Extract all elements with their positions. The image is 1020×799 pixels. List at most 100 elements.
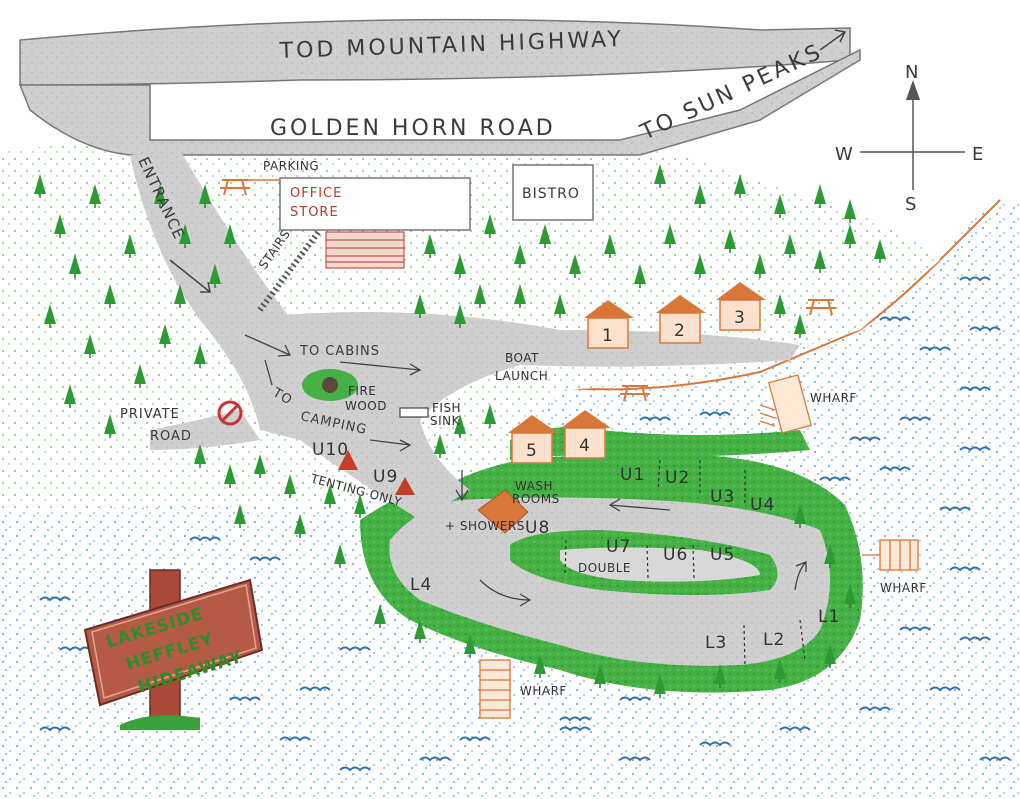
cabin-2: 2	[656, 295, 706, 344]
cabin-roof	[656, 295, 706, 313]
cabin-5: 5	[508, 415, 558, 464]
tree-icon	[694, 184, 706, 204]
cabin-body	[564, 427, 606, 459]
tree-icon	[664, 224, 676, 244]
parking-label: PARKING	[263, 159, 319, 173]
picnic-table-icon	[220, 179, 250, 196]
tree-icon	[874, 239, 886, 259]
tree-icon	[134, 364, 146, 384]
tree-icon	[514, 244, 526, 264]
wave-mark	[939, 506, 971, 512]
wave-mark	[819, 476, 851, 482]
wharf-label-1: WHARF	[810, 391, 857, 405]
site-u4: U4	[750, 495, 775, 515]
wave-mark	[859, 706, 891, 712]
wave-mark	[959, 636, 991, 642]
wave-mark	[969, 326, 1001, 332]
boat-launch-label-2: LAUNCH	[495, 369, 548, 383]
cabin-4: 4	[561, 410, 611, 459]
boat-launch-label: BOAT	[505, 351, 539, 365]
wave-mark	[899, 626, 931, 632]
tree-icon	[454, 414, 466, 434]
loop-arrow-top	[608, 498, 671, 512]
tree-icon	[224, 224, 236, 244]
tree-icon	[124, 234, 136, 254]
washroom-arrow	[455, 470, 469, 502]
firewood-label-2: WOOD	[345, 399, 387, 413]
cabin-roof	[716, 282, 766, 300]
wave-mark	[189, 536, 221, 542]
tree-icon	[374, 604, 386, 624]
tree-icon	[654, 164, 666, 184]
office-label: OFFICE	[290, 186, 342, 201]
tree-icon	[554, 294, 566, 314]
tree-icon	[44, 304, 56, 324]
roads	[18, 18, 861, 520]
tree-icon	[654, 674, 666, 694]
cabin-number: 4	[579, 436, 591, 456]
wave-mark	[559, 726, 591, 732]
loop-arrow-right	[794, 561, 807, 591]
picnic-table-icon	[620, 385, 650, 402]
wave-mark	[879, 316, 911, 322]
wave-mark	[229, 696, 261, 702]
tree-icon	[174, 284, 186, 304]
tree-icon	[414, 294, 426, 314]
firewood-label: FIRE	[348, 384, 376, 398]
tree-icon	[604, 234, 616, 254]
cabin-roof	[561, 410, 611, 428]
tree-icon	[824, 644, 836, 664]
to-cabins-arrow	[339, 361, 422, 376]
fish-sink	[399, 407, 429, 418]
tree-icon	[794, 504, 806, 524]
tree-icon	[514, 284, 526, 304]
site-u8: U8	[525, 518, 550, 538]
tree-icon	[814, 249, 826, 269]
tree-icon	[34, 174, 46, 194]
tree-icon	[484, 404, 496, 424]
tree-icon	[794, 314, 806, 334]
tree-icon	[814, 184, 826, 204]
tree-icon	[844, 224, 856, 244]
cabin-body	[511, 432, 553, 464]
cabin-number: 2	[674, 321, 686, 341]
tree-icon	[294, 514, 306, 534]
wave-mark	[779, 726, 811, 732]
cabin-number: 5	[526, 441, 538, 461]
compass-west: W	[835, 144, 854, 165]
tree-icon	[634, 264, 646, 284]
wave-mark	[419, 756, 451, 762]
tree-icon	[534, 654, 546, 674]
washrooms-label-2: ROOMS	[512, 492, 560, 506]
tree-icon	[84, 334, 96, 354]
wharf-east-top	[759, 374, 813, 434]
tree-icon	[199, 184, 211, 204]
deck-lines	[326, 239, 404, 263]
cabin-roof	[584, 300, 634, 318]
compass-rose: N S E W	[835, 62, 983, 215]
tree-icon	[594, 664, 606, 684]
tree-icon	[89, 184, 101, 204]
trees	[34, 164, 886, 698]
site-u6: U6	[663, 545, 688, 565]
site-l1: L1	[818, 607, 840, 627]
wave-mark	[39, 726, 71, 732]
tree-icon	[784, 234, 796, 254]
cabin-number: 3	[734, 308, 746, 328]
cabin-number: 1	[602, 326, 614, 346]
site-dividers	[564, 459, 806, 666]
site-u2: U2	[665, 468, 690, 488]
tree-icon	[774, 194, 786, 214]
wave-mark	[699, 741, 731, 747]
wharf-label-3: WHARF	[520, 684, 567, 698]
tree-icon	[354, 494, 366, 514]
tree-icon	[54, 214, 66, 234]
private-road-label: PRIVATE	[120, 407, 180, 422]
tree-icon	[569, 254, 581, 274]
peninsula	[360, 453, 863, 693]
site-u5: U5	[710, 545, 735, 565]
wharf-label-2: WHARF	[880, 581, 927, 595]
tree-icon	[234, 504, 246, 524]
wave-mark	[299, 686, 331, 692]
site-l4: L4	[410, 575, 432, 595]
